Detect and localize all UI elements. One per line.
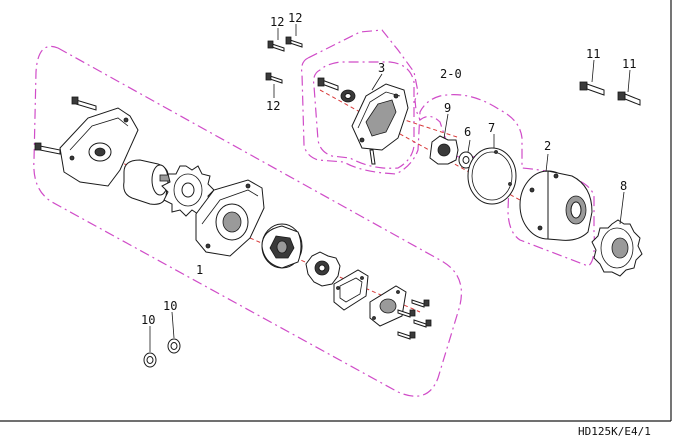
o-ring-2 [167, 338, 181, 354]
callout-11-left: 11 [586, 47, 600, 61]
bolt-left-lower [34, 142, 61, 155]
pump-rear-cover [59, 107, 139, 187]
bolt-left-upper [71, 96, 97, 111]
washer [458, 151, 474, 169]
pump-cover-housing [351, 83, 409, 151]
drive-gear-small [429, 135, 459, 165]
drive-sprocket [161, 165, 215, 217]
inner-rotor [123, 159, 175, 205]
flange-housing [519, 170, 593, 241]
callout-12-right: 12 [288, 11, 302, 25]
drawing-code: HD125K/E4/1 [578, 425, 651, 438]
callout-6: 6 [464, 125, 471, 139]
pump-body [195, 179, 265, 257]
relief-valve-spring [340, 89, 356, 103]
small-bolt-3 [265, 72, 283, 84]
assembly-2-0-outline [301, 29, 595, 267]
callout-3: 3 [378, 61, 385, 75]
assembly-3-outline [313, 61, 415, 169]
callout-10-right: 10 [163, 299, 177, 313]
callout-8: 8 [620, 179, 627, 193]
o-ring-1 [143, 352, 157, 368]
callout-2: 2 [544, 139, 551, 153]
inner-gear-rotor [305, 251, 341, 287]
mounting-bolt-1 [579, 81, 605, 96]
mounting-bolt-2 [617, 91, 641, 106]
pump-gasket [333, 269, 369, 311]
pump-front-cover [369, 285, 407, 327]
callout-10-left: 10 [141, 313, 155, 327]
small-bolt-2 [285, 36, 303, 48]
locating-pin [369, 149, 376, 165]
callout-1: 1 [196, 263, 203, 277]
outer-rotor-ring [261, 223, 303, 269]
callout-2-0: 2-0 [440, 67, 462, 81]
relief-valve-bolt [317, 77, 339, 91]
assembly-1-outline [33, 45, 462, 397]
small-bolt-1 [267, 40, 285, 52]
callout-12-lower: 12 [266, 99, 280, 113]
callout-9: 9 [444, 101, 451, 115]
cover-screws [397, 299, 432, 340]
callout-12-left: 12 [270, 15, 284, 29]
drive-gear-large [591, 219, 643, 277]
leader-lines [149, 24, 631, 352]
cover-gasket-o-ring [467, 147, 517, 205]
callout-7: 7 [488, 121, 495, 135]
callout-11-right: 11 [622, 57, 636, 71]
